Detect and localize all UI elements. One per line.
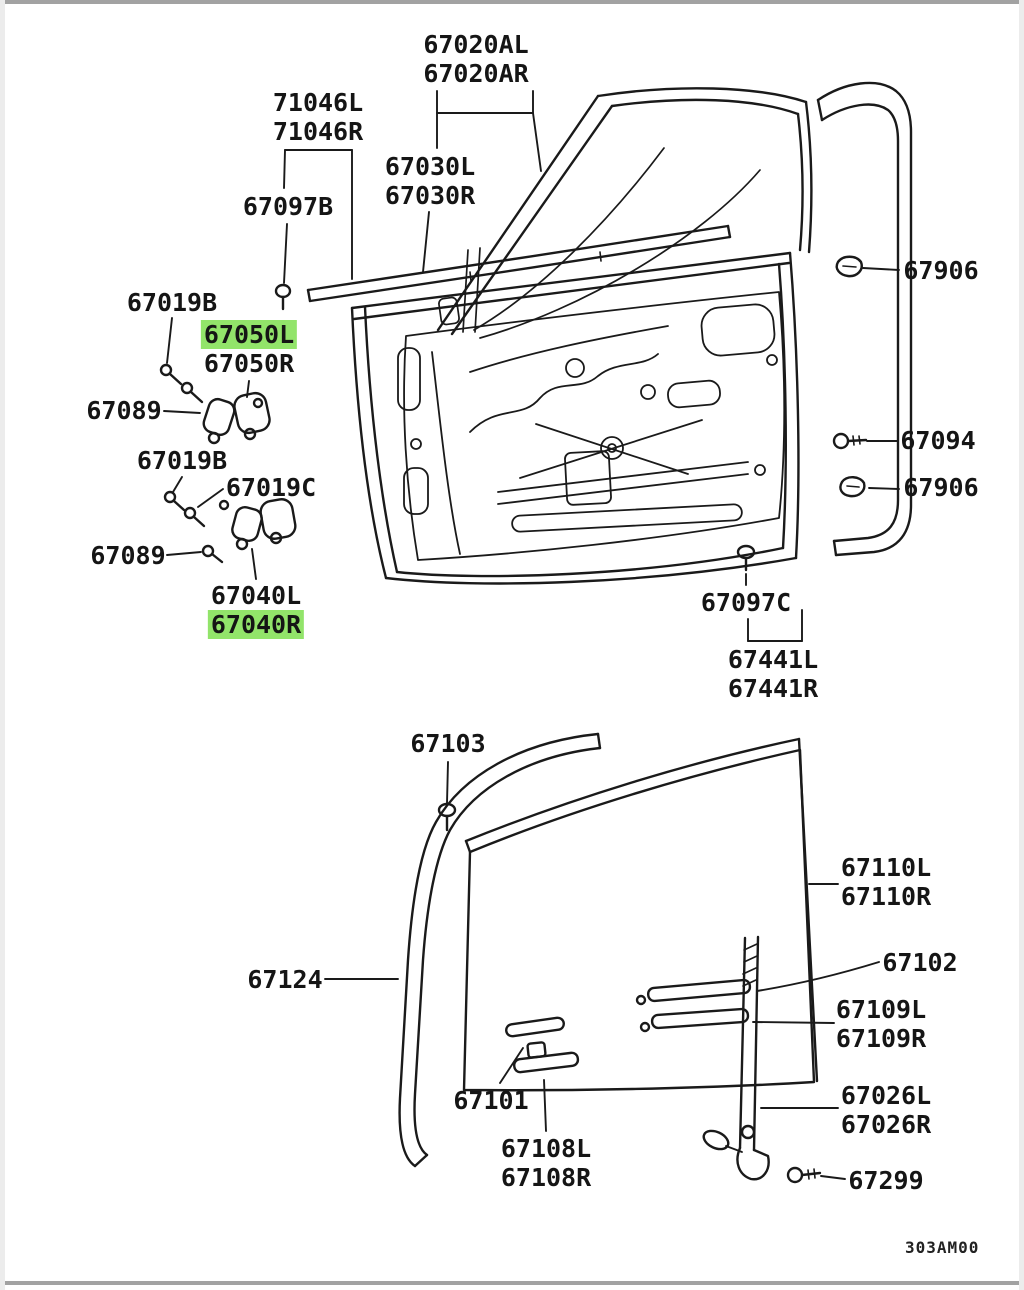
part-label-67103: 67103 — [410, 729, 485, 758]
part-label-67124: 67124 — [247, 965, 322, 994]
clip-67103-drawing — [437, 802, 457, 832]
part-number: 67050R — [203, 349, 295, 378]
part-label-67019B: 67019B — [137, 446, 227, 475]
bolts-67019-mid-drawing — [163, 490, 230, 564]
part-number: 67108L — [500, 1134, 592, 1163]
part-number: 67097C — [700, 588, 792, 617]
part-number: 67110R — [840, 882, 932, 911]
glass-stabilizer-bars-drawing — [505, 1016, 580, 1074]
scan-edge-left — [0, 0, 5, 1290]
part-label-67102: 67102 — [882, 948, 957, 977]
part-number: 67108R — [500, 1163, 592, 1192]
part-number: 67101 — [453, 1086, 529, 1115]
belt-molding-drawing — [306, 224, 732, 303]
part-number: 67109R — [835, 1024, 927, 1053]
part-number: 67089 — [86, 396, 162, 425]
part-label-67101: 67101 — [453, 1086, 528, 1115]
part-number: 67019B — [126, 288, 218, 317]
part-label-67089: 67089 — [90, 541, 165, 570]
door-glass-drawing — [462, 737, 819, 1092]
part-number: 67019B — [136, 446, 228, 475]
part-label-67906: 67906 — [903, 473, 978, 502]
part-number: 67030R — [384, 181, 476, 210]
part-number: 67441R — [727, 674, 819, 703]
part-label-67019B: 67019B — [127, 288, 217, 317]
part-label-67906: 67906 — [903, 256, 978, 285]
part-number: 71046R — [272, 117, 364, 146]
regulator-guide-rail-drawing — [702, 935, 770, 1181]
part-number: 67441L — [727, 645, 819, 674]
diagram-code: 303AM00 — [905, 1238, 980, 1257]
part-number: 67040L — [210, 581, 302, 610]
part-number: 67089 — [90, 541, 166, 570]
hinge-lower-67040-drawing — [231, 498, 297, 551]
scan-edge-top — [0, 0, 1024, 4]
part-number: 67026R — [840, 1110, 932, 1139]
part-number: 67124 — [247, 965, 323, 994]
part-number: 67110L — [840, 853, 932, 882]
leader-lines — [163, 90, 900, 1180]
bolt-67299-drawing — [786, 1166, 822, 1184]
part-number: 67906 — [903, 256, 979, 285]
part-number: 67906 — [903, 473, 979, 502]
part-number: 71046L — [272, 88, 364, 117]
clip-67906-top-drawing — [835, 255, 863, 278]
part-number: 67109L — [835, 995, 927, 1024]
part-label-67299: 67299 — [848, 1166, 923, 1195]
part-number: 67103 — [410, 729, 486, 758]
bolts-67019B-top-drawing — [159, 363, 204, 404]
part-label-67089: 67089 — [86, 396, 161, 425]
part-label-67097B: 67097B — [243, 192, 333, 221]
bolt-67094-drawing — [832, 432, 868, 450]
part-label-67097C: 67097C — [701, 588, 791, 617]
door-inner-mechanism-drawing — [397, 303, 778, 555]
glass-run-channel-drawing — [398, 732, 602, 1168]
part-number: 67026L — [840, 1081, 932, 1110]
scan-edge-bottom — [0, 1281, 1024, 1285]
part-number: 67097B — [242, 192, 334, 221]
sash-channel-bars-drawing — [635, 978, 752, 1033]
part-number-highlighted: 67050L — [200, 320, 298, 349]
part-number: 67019C — [225, 473, 317, 502]
door-panel-drawing — [350, 251, 800, 585]
part-number: 67094 — [900, 426, 976, 455]
part-number: 67020AR — [423, 59, 529, 88]
part-label-67019C: 67019C — [226, 473, 316, 502]
part-label-67094: 67094 — [900, 426, 975, 455]
clip-67097B-drawing — [274, 283, 292, 311]
clip-67906-bottom-drawing — [839, 476, 866, 498]
part-number: 67299 — [848, 1166, 924, 1195]
part-number: 67020AL — [423, 30, 529, 59]
clip-67097C-drawing — [736, 544, 756, 572]
part-number: 67030L — [384, 152, 476, 181]
door-window-frame-drawing — [436, 87, 813, 339]
scan-edge-right — [1019, 0, 1024, 1290]
door-opening-weatherstrip-drawing — [816, 81, 913, 557]
part-number: 67102 — [882, 948, 958, 977]
part-number-highlighted: 67040R — [207, 610, 305, 639]
